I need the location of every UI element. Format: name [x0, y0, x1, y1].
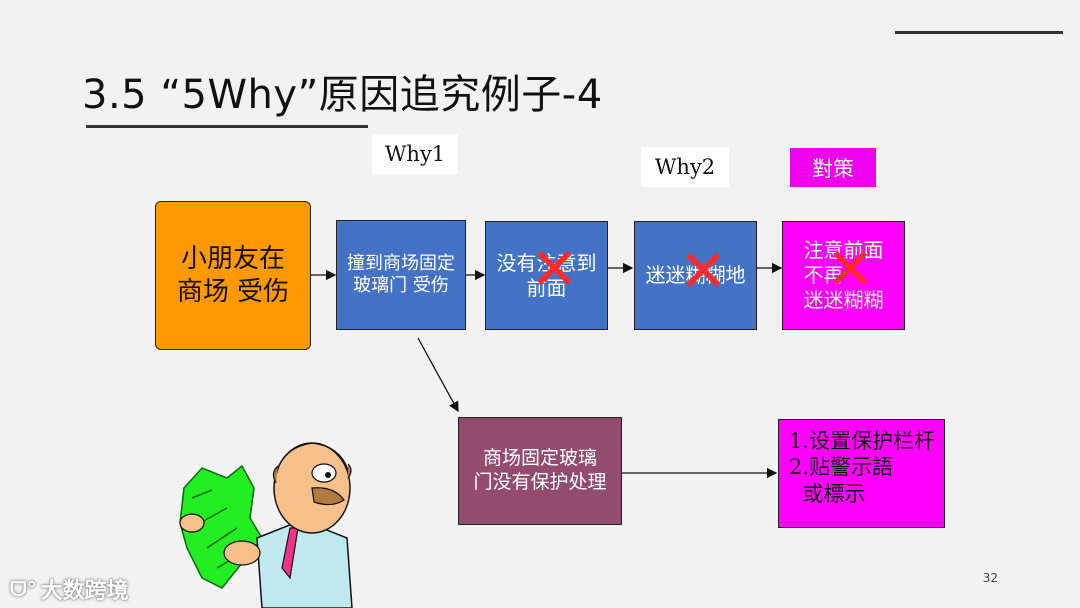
why1-box: 撞到商场固定 玻璃门 受伤: [336, 220, 466, 330]
header-rule: [895, 31, 1063, 34]
watermark-logo-icon: ᗜ°: [10, 577, 37, 601]
why-step2-box: 没有注意到 前面: [485, 221, 608, 330]
arrow-step1-rootcause: [417, 337, 459, 413]
slide-title: 3.5 “5Why”原因追究例子-4: [82, 72, 603, 118]
man-with-money-illustration: [179, 442, 353, 608]
root-cause-box: 商场固定玻璃 门没有保护处理: [458, 417, 622, 525]
measures-box: 1.设置保护栏杆 2.贴警示語 或標示: [778, 419, 945, 528]
title-underline: [86, 125, 368, 128]
why2-text: 迷迷糊糊地: [645, 263, 746, 287]
why2-box: 迷迷糊糊地: [634, 221, 757, 330]
countermeasure-box: 注意前面 不再 迷迷糊糊: [782, 221, 905, 330]
why1-label: Why1: [372, 134, 458, 174]
why-step2-text: 没有注意到 前面: [496, 250, 597, 300]
cross-mark: ✕: [826, 235, 875, 303]
cross-mark: ✕: [679, 237, 728, 305]
watermark: ᗜ° 大数跨境: [10, 573, 129, 605]
countermeasure-text: 注意前面 不再 迷迷糊糊: [803, 238, 884, 312]
cross-mark: ✕: [530, 235, 579, 303]
start-box: 小朋友在 商场 受伤: [155, 201, 311, 350]
why2-label: Why2: [641, 147, 729, 187]
watermark-text: 大数跨境: [40, 579, 129, 604]
countermeasure-label: 對策: [790, 148, 876, 187]
page-number: 32: [982, 571, 998, 585]
